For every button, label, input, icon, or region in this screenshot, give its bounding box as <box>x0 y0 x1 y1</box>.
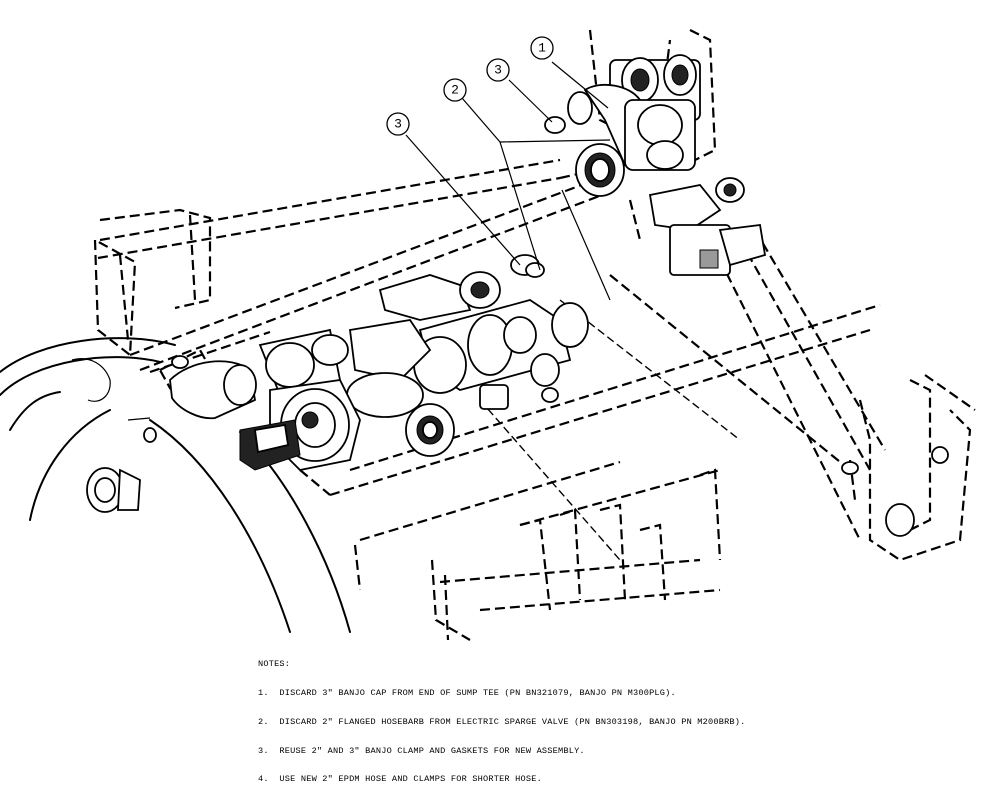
note-item-4: 4. USE NEW 2" EPDM HOSE AND CLAMPS FOR S… <box>258 774 542 785</box>
side-fittings <box>86 355 949 537</box>
callout-2: 2 <box>443 78 467 102</box>
callout-3-lower: 3 <box>386 112 410 136</box>
bottom-rack <box>430 468 722 641</box>
assembly-diagram: 1 2 3 3 <box>0 29 976 641</box>
note-item-1: 1. DISCARD 3" BANJO CAP FROM END OF SUMP… <box>258 687 676 698</box>
callout-3-upper-label: 3 <box>494 63 502 78</box>
note-item-2: 2. DISCARD 2" FLANGED HOSEBARB FROM ELEC… <box>258 716 746 727</box>
frame-rails <box>97 158 886 612</box>
central-pump-assembly <box>169 254 589 471</box>
callout-1: 1 <box>530 36 554 60</box>
upper-valve-assembly <box>544 54 767 276</box>
notes-heading: NOTES: <box>258 659 291 670</box>
callout-1-label: 1 <box>538 41 546 56</box>
callout-2-label: 2 <box>451 83 459 98</box>
note-item-3: 3. REUSE 2" AND 3" BANJO CLAMP AND GASKE… <box>258 745 585 756</box>
leader-lines <box>405 61 611 301</box>
callout-3-lower-label: 3 <box>394 117 402 132</box>
notes-block: NOTES: 1. DISCARD 3" BANJO CAP FROM END … <box>258 641 746 795</box>
callout-3-upper: 3 <box>486 58 510 82</box>
